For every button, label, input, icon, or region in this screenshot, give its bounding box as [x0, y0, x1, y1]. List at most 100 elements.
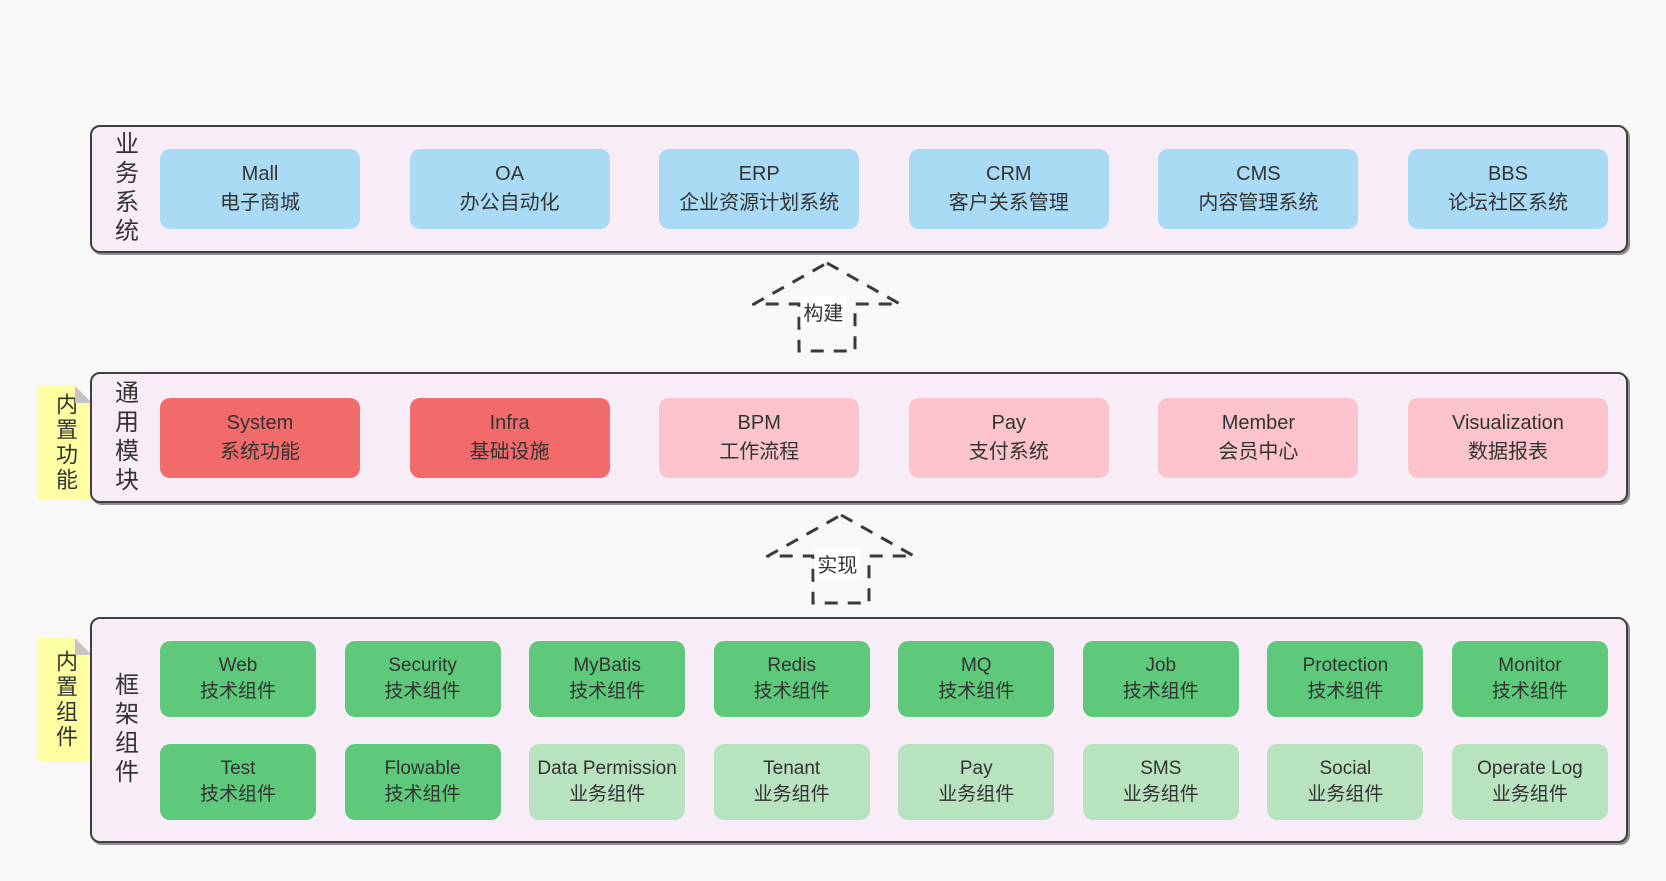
node-subtitle: 业务组件 [1122, 783, 1199, 805]
node-subtitle: 客户关系管理 [948, 192, 1069, 214]
node-subtitle: 企业资源计划系统 [679, 192, 840, 214]
node-title: CRM [986, 163, 1032, 185]
node-subtitle: 工作流程 [719, 440, 800, 463]
node-member: Member 会员中心 [1158, 397, 1359, 478]
node-subtitle: 业务组件 [938, 783, 1015, 805]
node-title: Security [388, 654, 457, 676]
node-data-permission: Data Permission 业务组件 [529, 743, 686, 820]
node-security: Security 技术组件 [344, 640, 501, 717]
up-arrow-build: 构建 [752, 260, 902, 354]
node-subtitle: 技术组件 [938, 680, 1015, 702]
node-title: Mall [241, 163, 279, 185]
node-oa: OA 办公自动化 [409, 149, 610, 229]
node-title: Test [220, 757, 256, 779]
node-title: Infra [489, 411, 530, 434]
layer-title: 业务系统 [110, 131, 138, 247]
node-subtitle: 技术组件 [1307, 680, 1384, 702]
node-title: Web [218, 654, 258, 676]
sticky-note-built-in-features: 内置功能 [38, 386, 92, 500]
node-protection: Protection 技术组件 [1267, 640, 1424, 717]
node-row: System 系统功能 Infra 基础设施 BPM 工作流程 Pay 支付系统 Member 会… [160, 397, 1608, 478]
node-erp: ERP 企业资源计划系统 [659, 149, 860, 229]
node-subtitle: 办公自动化 [459, 192, 560, 214]
node-job: Job 技术组件 [1082, 640, 1239, 717]
node-subtitle: 技术组件 [1122, 680, 1199, 702]
node-subtitle: 技术组件 [1491, 680, 1568, 702]
node-subtitle: 技术组件 [384, 680, 461, 702]
node-title: SMS [1140, 757, 1182, 779]
arrow-label: 构建 [800, 296, 847, 327]
node-sms: SMS 业务组件 [1082, 743, 1239, 820]
node-title: Flowable [384, 757, 461, 779]
node-test: Test 技术组件 [160, 743, 316, 820]
node-title: Operate Log [1477, 757, 1583, 779]
node-title: CMS [1236, 163, 1281, 185]
node-social: Social 业务组件 [1267, 743, 1424, 820]
layer-title: 框架组件 [110, 672, 138, 788]
node-title: Member [1221, 411, 1296, 434]
node-subtitle: 业务组件 [569, 783, 646, 805]
node-subtitle: 内容管理系统 [1198, 192, 1319, 214]
node-subtitle: 论坛社区系统 [1447, 192, 1568, 214]
node-subtitle: 数据报表 [1467, 440, 1548, 463]
node-title: OA [495, 163, 525, 185]
node-title: BPM [737, 411, 781, 434]
node-operate-log: Operate Log 业务组件 [1451, 743, 1608, 820]
node-subtitle: 业务组件 [1491, 783, 1568, 805]
node-subtitle: 基础设施 [469, 440, 550, 463]
sticky-note-label: 内置功能 [53, 393, 78, 493]
node-visualization: Visualization 数据报表 [1407, 397, 1608, 478]
node-subtitle: 技术组件 [199, 783, 276, 805]
node-cms: CMS 内容管理系统 [1158, 149, 1359, 229]
node-subtitle: 技术组件 [753, 680, 830, 702]
node-subtitle: 支付系统 [968, 440, 1049, 463]
node-title: Protection [1302, 654, 1389, 676]
node-title: Visualization [1452, 411, 1564, 434]
node-subtitle: 技术组件 [199, 680, 276, 702]
node-crm: CRM 客户关系管理 [908, 149, 1109, 229]
node-subtitle: 业务组件 [1307, 783, 1384, 805]
node-bbs: BBS 论坛社区系统 [1407, 149, 1608, 229]
node-subtitle: 系统功能 [220, 440, 300, 463]
node-subtitle: 业务组件 [753, 783, 830, 805]
node-pay: Pay 支付系统 [908, 397, 1109, 478]
node-title: System [226, 411, 294, 434]
node-title: MQ [960, 654, 992, 676]
node-mybatis: MyBatis 技术组件 [529, 640, 686, 717]
node-title: Social [1319, 757, 1372, 779]
node-title: MyBatis [573, 654, 641, 676]
node-title: BBS [1487, 163, 1528, 185]
sticky-note-label: 内置组件 [53, 650, 78, 750]
layer-common-modules: 通用模块 System 系统功能 Infra 基础设施 BPM 工作流程 Pay 支付系统 Me… [90, 372, 1628, 503]
node-title: Redis [767, 654, 816, 676]
node-web: Web 技术组件 [160, 640, 316, 717]
layer-title: 通用模块 [110, 379, 138, 496]
node-rows: System 系统功能 Infra 基础设施 BPM 工作流程 Pay 支付系统 Member 会… [150, 374, 1626, 501]
sticky-note-built-in-components: 内置组件 [38, 638, 92, 762]
node-title: Tenant [763, 757, 821, 779]
node-title: Job [1145, 654, 1177, 676]
node-subtitle: 技术组件 [569, 680, 646, 702]
node-infra: Infra 基础设施 [409, 397, 610, 478]
node-title: Pay [959, 757, 993, 779]
node-title: Pay [991, 411, 1027, 434]
node-tenant: Tenant 业务组件 [713, 743, 870, 820]
node-pay: Pay 业务组件 [898, 743, 1055, 820]
node-system: System 系统功能 [160, 397, 360, 478]
node-redis: Redis 技术组件 [713, 640, 870, 717]
node-bpm: BPM 工作流程 [659, 397, 860, 478]
node-mq: MQ 技术组件 [898, 640, 1055, 717]
node-subtitle: 会员中心 [1218, 440, 1299, 463]
node-title: ERP [738, 163, 780, 185]
arrow-label: 实现 [814, 548, 861, 579]
up-arrow-implement: 实现 [766, 512, 916, 606]
node-title: Data Permission [537, 757, 677, 779]
